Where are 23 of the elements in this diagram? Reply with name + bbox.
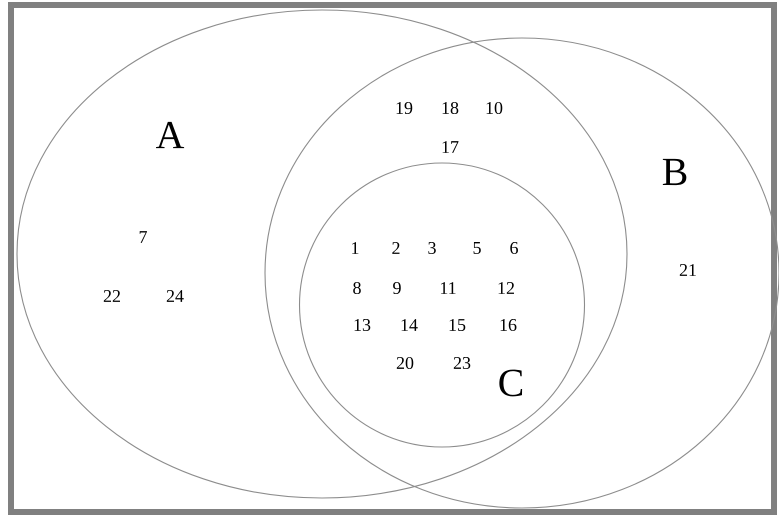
number-label: 10 xyxy=(486,102,502,114)
number-label: 21 xyxy=(680,264,696,276)
number-label: 6 xyxy=(510,242,518,254)
number-label: 11 xyxy=(440,282,456,294)
number-label: 20 xyxy=(396,356,414,370)
number-label: 15 xyxy=(450,318,466,331)
number-label: 18 xyxy=(442,102,458,114)
number-label: 7 xyxy=(140,231,147,243)
number-label: 24 xyxy=(166,290,184,302)
number-label: 17 xyxy=(442,141,458,153)
number-label: 19 xyxy=(396,102,412,114)
number-label: 16 xyxy=(500,318,516,332)
number-label: 23 xyxy=(454,356,470,370)
number-label: 2 xyxy=(392,242,400,254)
number-label: 1 xyxy=(352,242,358,254)
number-label: 12 xyxy=(498,282,514,294)
number-label: 14 xyxy=(402,319,418,331)
number-label: 3 xyxy=(428,242,436,254)
number-label: 8 xyxy=(353,282,361,294)
number-label: 5 xyxy=(474,242,481,254)
number-label: 9 xyxy=(393,282,401,294)
number-label: 13 xyxy=(354,318,370,332)
number-label: 22 xyxy=(104,290,120,302)
